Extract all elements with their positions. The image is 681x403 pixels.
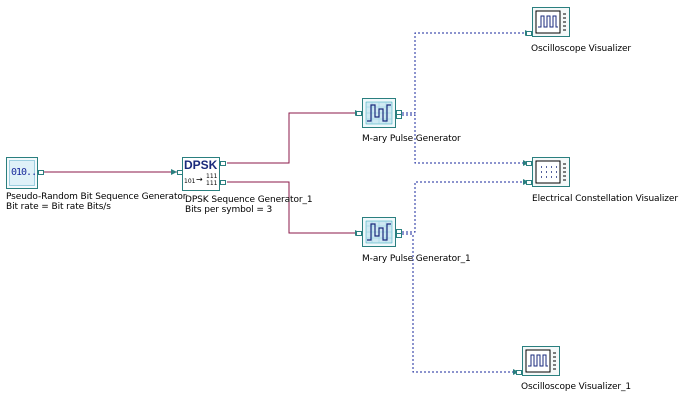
const-input-port-2[interactable] (526, 180, 532, 185)
wire-mary1-to-const[interactable] (398, 114, 529, 164)
dpsk-output-port-2[interactable] (220, 180, 226, 185)
mary-pulse-generator-1-block[interactable] (362, 217, 396, 247)
dpsk-icon-out-top: 111 (206, 173, 218, 180)
mary1-output-port-2[interactable] (396, 114, 402, 119)
const-input-port-1[interactable] (526, 161, 532, 166)
prbs-icon: 010.. (9, 160, 37, 186)
const-name-label: Electrical Constellation Visualizer (532, 194, 678, 204)
prbs-icon-text: 010.. (11, 167, 37, 178)
osc1-input-port[interactable] (526, 31, 532, 36)
dpsk-generator-block[interactable]: DPSK 101 → 111 111 (182, 157, 220, 191)
dpsk-icon-out-bottom: 111 (206, 180, 218, 187)
prbs-generator-block[interactable]: 010.. (6, 157, 38, 189)
mary2-name-label: M-ary Pulse Generator_1 (362, 254, 471, 264)
oscilloscope-visualizer-1-block[interactable] (522, 346, 560, 376)
dpsk-icon-in: 101 (184, 178, 196, 185)
pulse-waveform-icon (365, 220, 393, 244)
wire-mary1-to-osc1[interactable] (398, 32, 531, 114)
dpsk-output-port-1[interactable] (220, 161, 226, 166)
mary1-name-label: M-ary Pulse Generator (362, 134, 461, 144)
oscilloscope-icon (535, 10, 566, 34)
wire-dpsk-to-mary1[interactable] (227, 112, 361, 164)
constellation-visualizer-block[interactable] (532, 157, 570, 187)
mary-pulse-generator-block[interactable] (362, 98, 396, 128)
dpsk-param-label: Bits per symbol = 3 (185, 205, 273, 215)
oscilloscope-icon (525, 349, 556, 373)
osc2-input-port[interactable] (516, 370, 522, 375)
osc2-name-label: Oscilloscope Visualizer_1 (521, 382, 632, 392)
dpsk-input-port[interactable] (177, 170, 183, 175)
pulse-waveform-icon (365, 101, 393, 125)
prbs-output-port[interactable] (38, 170, 44, 175)
dpsk-name-label: DPSK Sequence Generator_1 (185, 195, 313, 205)
mary2-output-port-2[interactable] (396, 233, 402, 238)
wire-mary2-to-const[interactable] (398, 181, 529, 233)
osc1-name-label: Oscilloscope Visualizer (531, 44, 632, 54)
mary2-input-port[interactable] (356, 231, 362, 236)
constellation-icon (535, 160, 566, 184)
dpsk-icon-title: DPSK (184, 158, 218, 172)
prbs-name-label: Pseudo-Random Bit Sequence Generator (6, 192, 187, 202)
arrowhead (171, 169, 177, 175)
wire-dpsk-to-mary2[interactable] (227, 181, 361, 234)
oscilloscope-visualizer-block[interactable] (532, 7, 570, 37)
arrow-right-icon: → (196, 175, 203, 184)
prbs-param-label: Bit rate = Bit rate Bits/s (6, 202, 111, 212)
wire-mary2-to-osc2[interactable] (398, 233, 519, 373)
mary1-input-port[interactable] (356, 111, 362, 116)
